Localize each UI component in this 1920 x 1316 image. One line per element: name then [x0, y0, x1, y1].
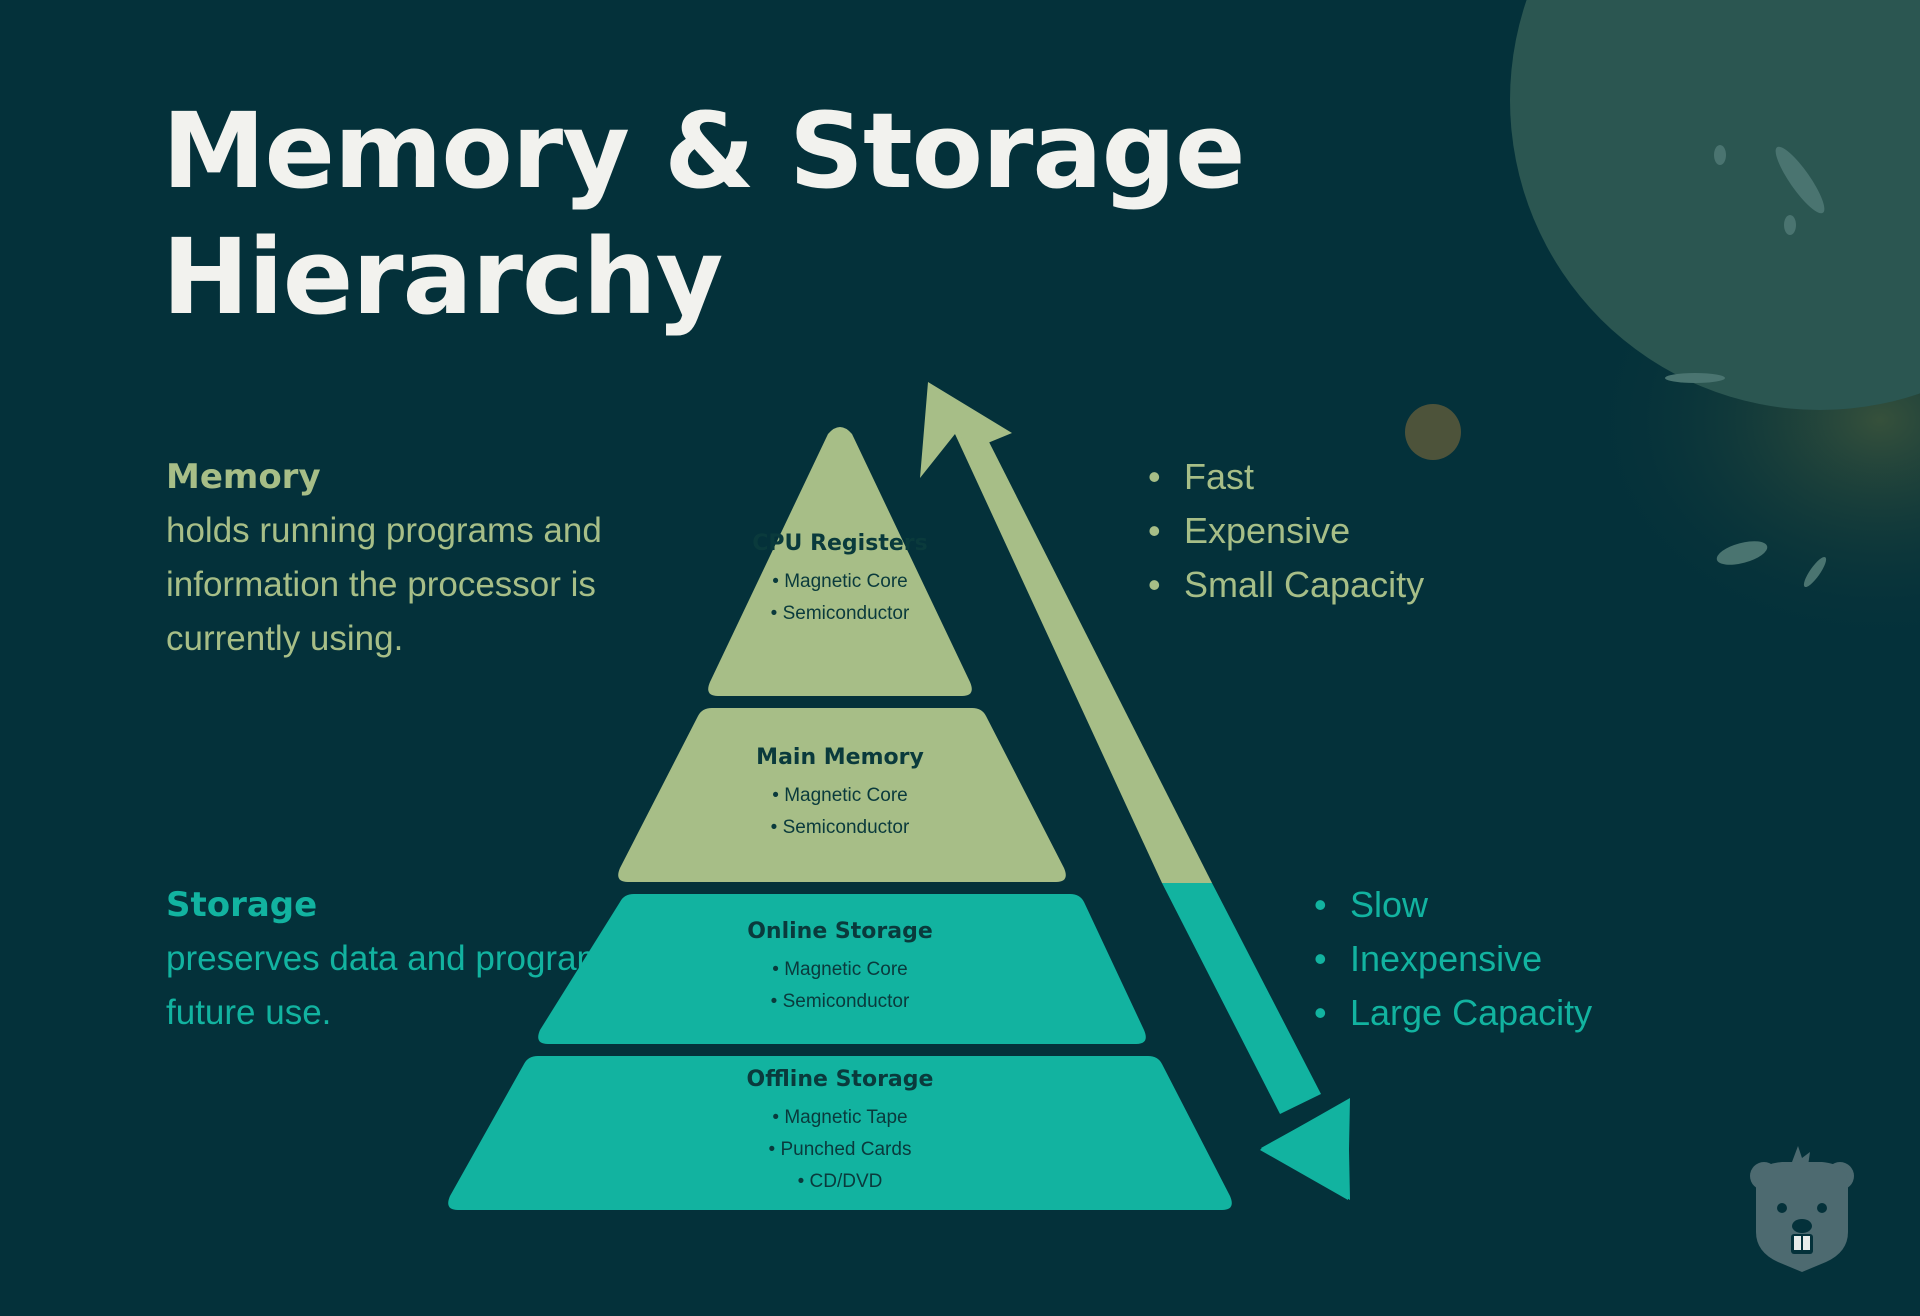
trait-item: Large Capacity — [1314, 986, 1592, 1040]
title-line-1: Memory & Storage — [162, 90, 1246, 212]
page-title: Memory & Storage Hierarchy — [162, 88, 1246, 340]
tier-item: Magnetic Tape — [690, 1102, 990, 1134]
tier-online-storage: Online Storage Magnetic Core Semiconduct… — [690, 916, 990, 1018]
tier-item: Semiconductor — [690, 812, 990, 844]
tier-item: Magnetic Core — [740, 566, 940, 598]
tier-offline-storage: Offline Storage Magnetic Tape Punched Ca… — [690, 1064, 990, 1198]
tier-items: Magnetic Tape Punched Cards CD/DVD — [690, 1102, 990, 1198]
memory-description-block: Memory holds running programs and inform… — [166, 450, 686, 666]
storage-heading: Storage — [166, 885, 318, 925]
tier-title: CPU Registers — [752, 531, 928, 556]
trait-item: Inexpensive — [1314, 932, 1592, 986]
tier-title: Main Memory — [756, 745, 924, 770]
trait-item: Expensive — [1148, 504, 1424, 558]
tier-items: Magnetic Core Semiconductor — [690, 780, 990, 844]
memory-description: holds running programs and information t… — [166, 511, 602, 658]
storage-traits-list: Slow Inexpensive Large Capacity — [1314, 878, 1592, 1040]
tier-item: Punched Cards — [690, 1134, 990, 1166]
trait-item: Small Capacity — [1148, 558, 1424, 612]
title-line-2: Hierarchy — [162, 216, 723, 338]
memory-traits-list: Fast Expensive Small Capacity — [1148, 450, 1424, 612]
double-arrow-icon — [920, 382, 1350, 1200]
tier-items: Magnetic Core Semiconductor — [690, 954, 990, 1018]
tier-item: Magnetic Core — [690, 780, 990, 812]
tier-item: CD/DVD — [690, 1166, 990, 1198]
tier-cpu-registers: CPU Registers Magnetic Core Semiconducto… — [740, 528, 940, 630]
tier-title: Offline Storage — [746, 1067, 934, 1092]
tier-items: Magnetic Core Semiconductor — [740, 566, 940, 630]
tier-title: Online Storage — [747, 919, 933, 944]
trait-item: Slow — [1314, 878, 1592, 932]
tier-item: Semiconductor — [690, 986, 990, 1018]
memory-heading: Memory — [166, 457, 321, 497]
tier-main-memory: Main Memory Magnetic Core Semiconductor — [690, 742, 990, 844]
trait-item: Fast — [1148, 450, 1424, 504]
beaver-mascot-icon — [1750, 1146, 1854, 1272]
tier-item: Semiconductor — [740, 598, 940, 630]
tier-item: Magnetic Core — [690, 954, 990, 986]
